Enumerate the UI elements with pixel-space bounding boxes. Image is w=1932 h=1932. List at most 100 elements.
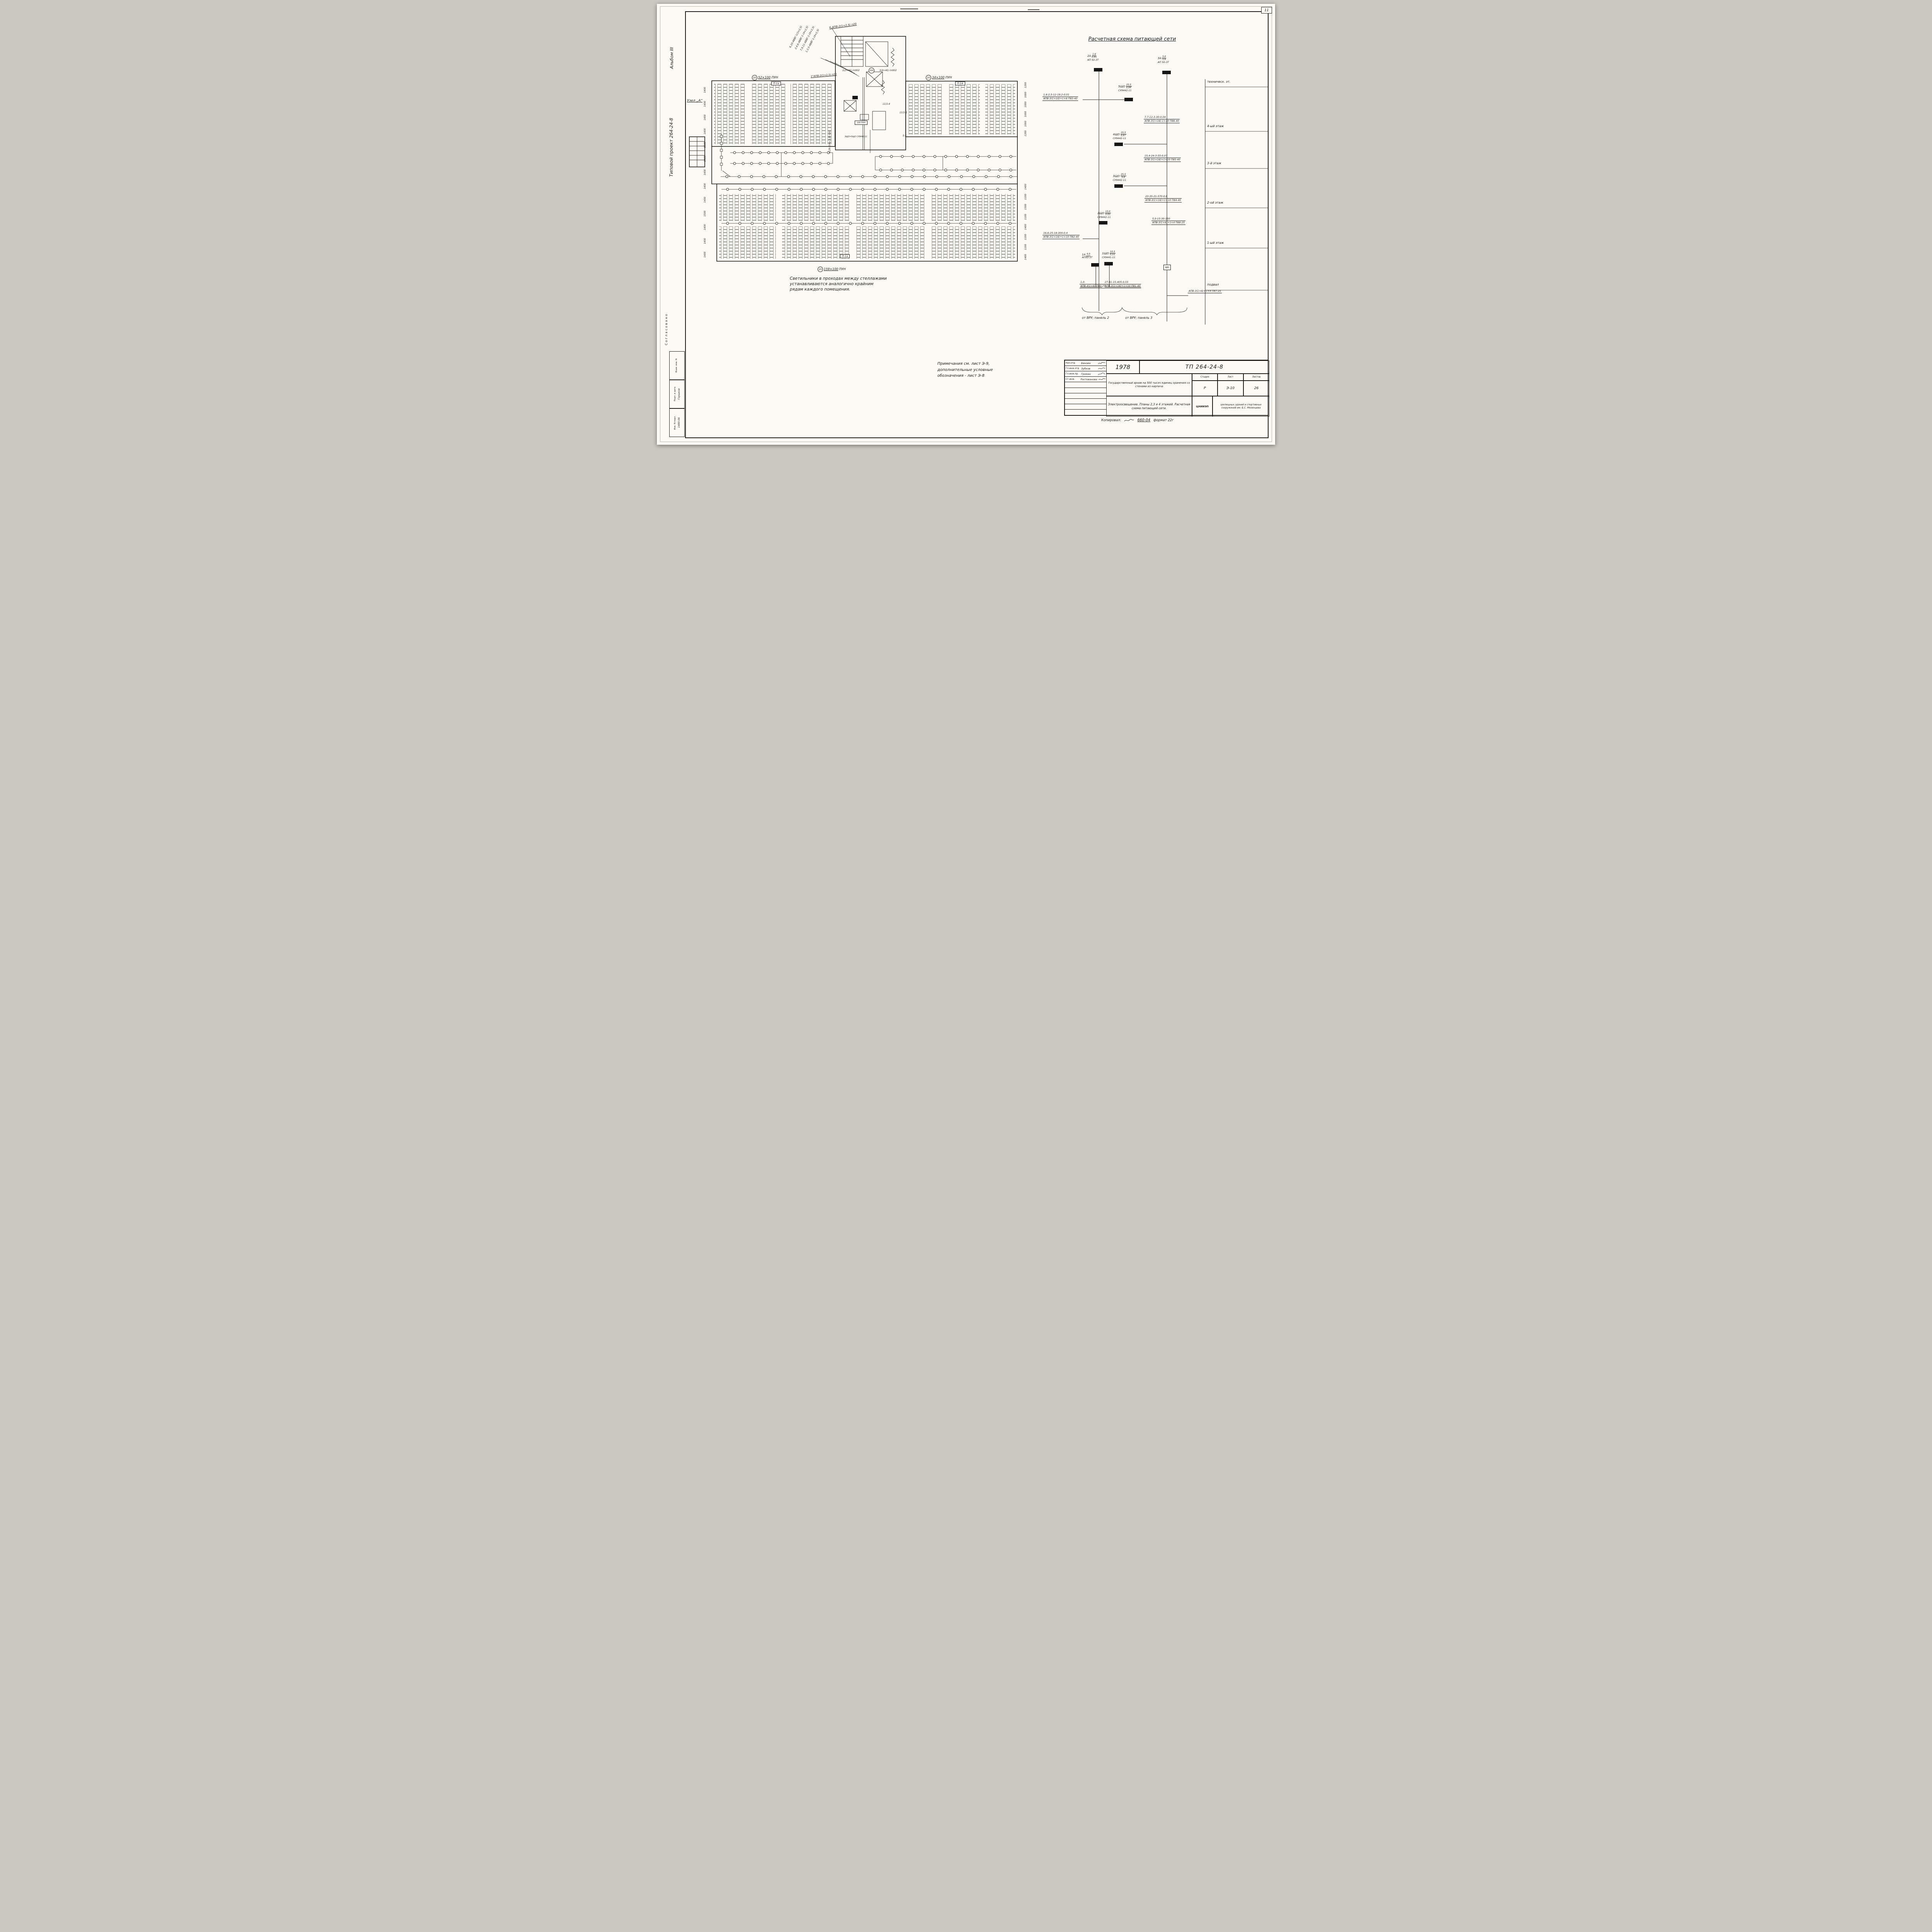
circuit-label: 16,6-25-18-300-0,4 АПВ-3(1×16)+1×10 П82-… (1043, 231, 1080, 240)
circuit-data: 16,6-25-18-300-0,4 (1043, 231, 1080, 236)
dimension-label: 1400 (703, 87, 706, 93)
plan-note-line: Светильники в проходах между стеллажами (790, 276, 887, 281)
room-tag: П-14 (955, 82, 965, 85)
project-label: Типовой проект 264-24-8 (668, 118, 674, 177)
lamp-row (875, 168, 1016, 172)
dimension-label: 1400 (703, 183, 706, 189)
copied-label: Копировал: (1101, 418, 1121, 422)
floor-label: 4-ый этаж (1207, 124, 1224, 128)
row-connectors (722, 130, 943, 177)
circuit-mark: 13,5-4 (883, 103, 890, 105)
dimension-label: 1400 (703, 238, 706, 244)
stamp-label: Инв. N подл. (673, 415, 676, 430)
scan-artifact (1028, 9, 1039, 10)
node-a-label: Узел „А“ (687, 99, 702, 103)
panel-cos: 0,94 (1126, 87, 1131, 89)
circuit-label: 1,0- АПВ-4(1×6) П80-25 (1080, 281, 1106, 289)
empty-row-line (1065, 409, 1106, 410)
panel-name: 1ЩО (1102, 252, 1109, 255)
signature-row: Ст.инж. Ростованова (1065, 377, 1106, 382)
sheets-value: 26 (1243, 381, 1269, 396)
group-number-circle: 20 (752, 75, 757, 80)
stamp-value: 1480-06 (677, 417, 680, 428)
circuit-label: 23-35-21-570-0,8 АПВ-3(1×16)+1×10 П84-40 (1145, 195, 1182, 203)
dimension-label: 1200 (1024, 130, 1027, 137)
panel-type: СУ9442-11 (1118, 89, 1132, 92)
circuit-label: АПВ-3(1×6)+1×4 П87-25 (1188, 289, 1222, 294)
circuit-cable: АПВ-4(1×6) П80-25 (1080, 284, 1106, 289)
dimension-label: 1000 (1024, 101, 1027, 108)
feeder-type: АП 50-3Т (1087, 58, 1099, 61)
dimension-label: 1400 (703, 155, 706, 162)
feeder-cos: 0,95 (1092, 56, 1097, 59)
person-name: Зубков (1081, 367, 1090, 370)
fixture-count: 159×100 (824, 267, 838, 271)
floor-label: 2-ой этаж (1207, 201, 1223, 204)
doc-number-cell: ТП 264-24-8 (1139, 361, 1269, 374)
breaker-symbol (1104, 262, 1113, 265)
signature-row: Гл.инж.отд Зубков (1065, 366, 1106, 371)
org-logo: ЦНИИЭП (1192, 396, 1213, 417)
person-name: Ростованова (1080, 378, 1097, 381)
panel-name: 2ЩО (1097, 211, 1104, 215)
breaker-symbol (1091, 263, 1099, 267)
lamp-row (721, 188, 1016, 191)
fixture-count: 52×100 (758, 76, 771, 79)
lamp-row (875, 155, 1016, 158)
agreed-label: Согласовано (665, 313, 668, 345)
box-label: 100 ПУН (855, 121, 867, 125)
sheet-header: Лист (1218, 374, 1243, 381)
notes-line: дополнительные условные (937, 367, 993, 372)
signature (1098, 367, 1105, 369)
role-label: Нач.отд (1066, 362, 1075, 364)
sheet-content-cell: Электроосвещение. Планы 2,3 и 4 этажей. … (1106, 396, 1192, 417)
copied-line: Копировал: 660-04 формат 22г (1101, 418, 1174, 422)
fixture-type: ПУН (945, 76, 952, 79)
wall-lamp-column (720, 134, 723, 171)
fixture-count: 34×100 (932, 76, 945, 79)
feeder-type: АП 50-3Т (1158, 61, 1169, 64)
aisles (746, 83, 985, 260)
duct-label-left: 2(2×40) пл002 (842, 70, 860, 72)
breaker-symbol (1114, 184, 1123, 188)
fixture-type: ПУН (839, 267, 846, 271)
plan-note-line: рядам каждого помещения. (790, 287, 850, 292)
lamp-power-circle: 300 (869, 68, 874, 73)
lamp-row (721, 175, 1017, 178)
circuit-mark: 13,5-5 (900, 111, 907, 114)
circuit-label: 15,4-24-3-55-0,07 АПВ-3(1×16)+1×10 П85-4… (1144, 154, 1181, 162)
stamp-row-vzam: Взам. инв. N (669, 351, 685, 380)
copy-number: 660-04 (1137, 418, 1151, 422)
circuit-cable: АПВ-3(1×16)+1×10 П84-40 (1145, 199, 1182, 203)
object-name-cell: Государственный архив на 500 тысяч едини… (1106, 374, 1192, 396)
panel-cos: 0,8 (1121, 176, 1125, 179)
source-label: от ВРУ; панель 3 (1125, 316, 1153, 320)
dimension-label: 1400 (703, 114, 706, 121)
signature (1124, 419, 1134, 421)
album-label: Альбом III (669, 47, 674, 69)
dimension-label: 1100 (1024, 234, 1027, 240)
circuit-data: 1,0- (1080, 281, 1106, 285)
breaker-symbol (1099, 221, 1107, 224)
panel-load: 25,5 (1120, 173, 1126, 177)
feeder-load: 5,0 (1162, 56, 1167, 59)
circuit-label: 5,0-15-30-150 АПВ-3(1×6)+1×4 П88-25 (1151, 217, 1186, 225)
dimension-label: 1100 (1024, 244, 1027, 250)
signature-row: Гл.инж.пр. Громан (1065, 371, 1106, 377)
panel-cos: 0,55 (1110, 253, 1115, 256)
lamp-row (730, 162, 833, 165)
circuit-data: 1,6-2,5-12-19,2-0,01 (1043, 93, 1078, 97)
format-label: формат 22г (1153, 418, 1174, 422)
circuit-cable: АПВ-3(1×16)+1×10 П81-40 (1104, 284, 1141, 289)
circuit-label: 7,7-12-3-30-0,04 АПВ-3(1×16)-1×10 П86-40 (1144, 116, 1180, 124)
role-label: Гл.инж.пр. (1066, 372, 1079, 375)
panel-load: 10,3 (1109, 251, 1116, 254)
breaker-symbol (1114, 143, 1123, 146)
